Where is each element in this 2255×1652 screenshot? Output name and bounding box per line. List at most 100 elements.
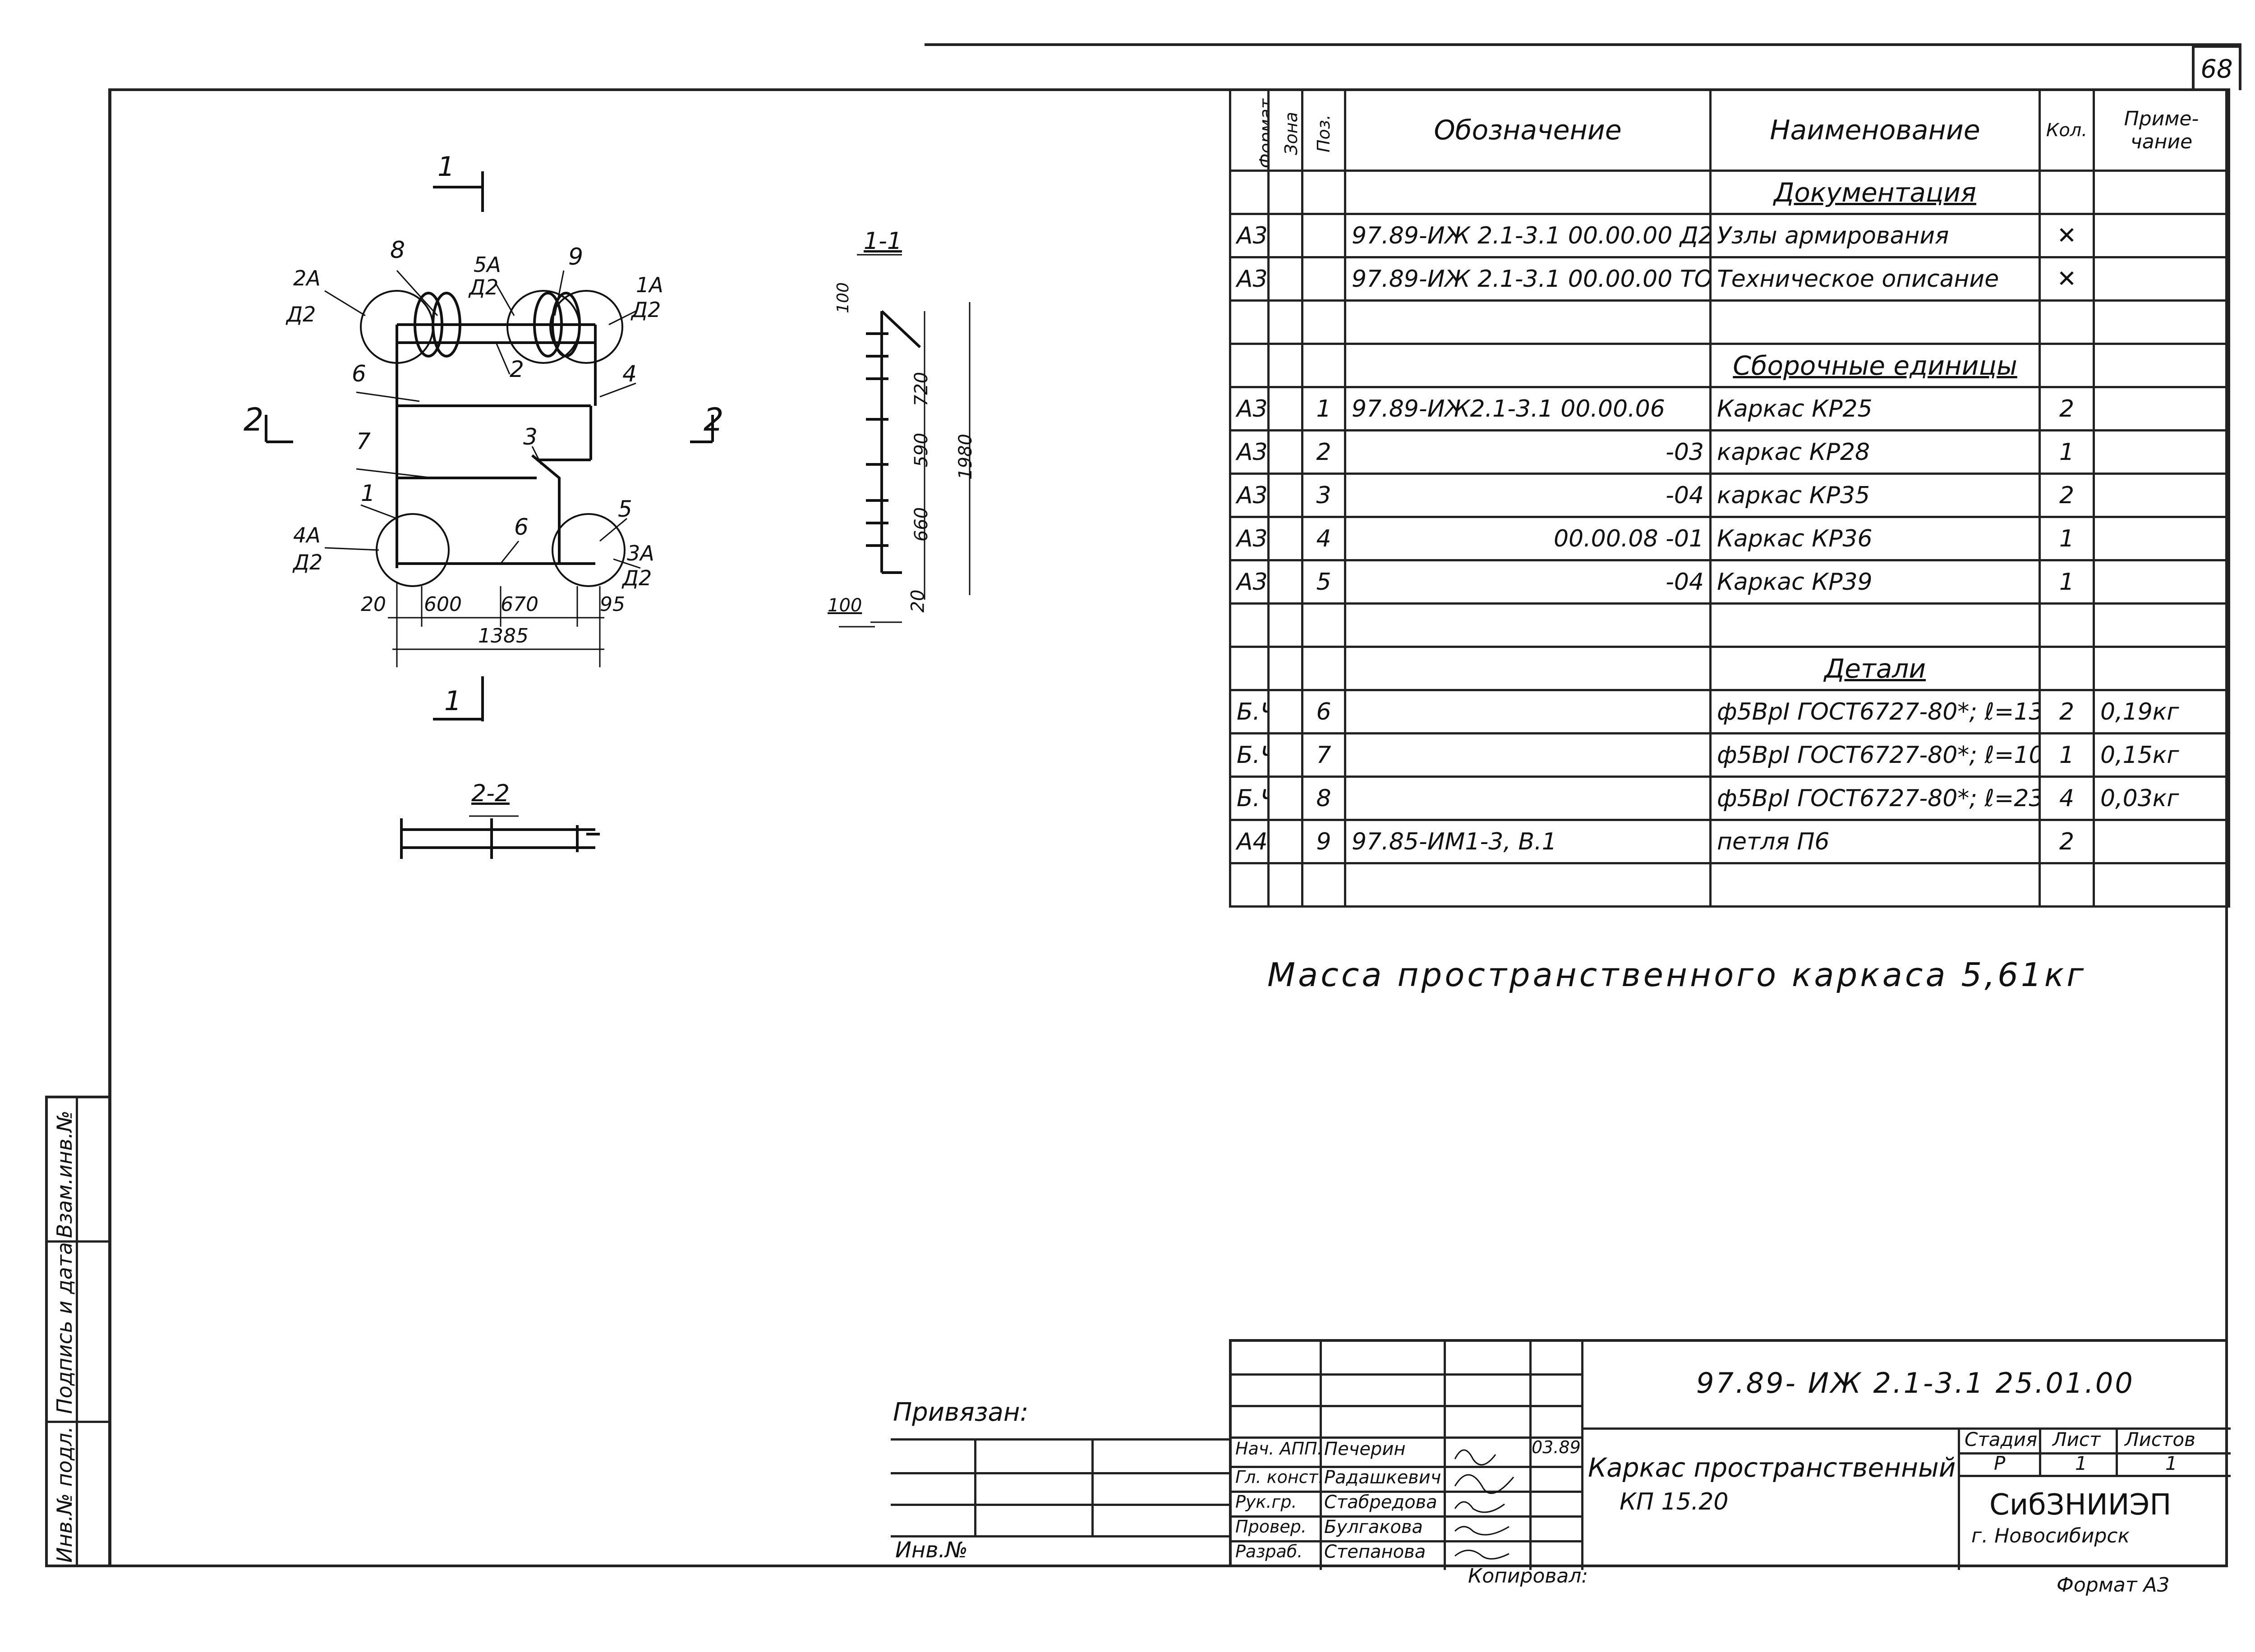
dim-20: 20 <box>361 593 386 616</box>
spec-cell-zona <box>1267 602 1303 648</box>
section-2-right-label: 2 <box>704 401 724 438</box>
dim-1-1-100-left: 100 <box>828 595 862 616</box>
spec-cell-note <box>2093 646 2230 691</box>
stage-label: Стадия <box>1965 1428 2038 1450</box>
frame-mass-note: Масса пространственного каркаса 5,61кг <box>1267 956 2087 994</box>
spec-cell-format <box>1229 343 1270 388</box>
section-2-left-label: 2 <box>244 401 264 438</box>
spec-cell-designation: 97.89-ИЖ2.1-3.1 00.00.06 <box>1344 386 1712 431</box>
spec-cell-note: 0,03кг <box>2093 776 2230 821</box>
loop-8-a <box>414 292 443 358</box>
spec-cell-name: Сборочные единицы <box>1709 343 2041 388</box>
spec-cell-pos: 4 <box>1301 516 1346 561</box>
spec-cell-format <box>1229 646 1270 691</box>
spec-cell-zona <box>1267 776 1303 821</box>
spec-cell-designation <box>1344 299 1712 345</box>
spec-cell-format <box>1229 299 1270 345</box>
spec-cell-qty: 2 <box>2039 689 2095 734</box>
title-block: 97.89- ИЖ 2.1-3.1 25.01.00 Нач. АПП. Гл.… <box>1229 1339 2231 1570</box>
inv-no-label: Инв.№ <box>895 1537 968 1563</box>
organization: СибЗНИИЭП <box>1989 1488 2172 1522</box>
callout-2A: 2А <box>293 266 321 290</box>
spec-cell-note <box>2093 602 2230 648</box>
loop-9-a <box>533 292 563 358</box>
spec-cell-zona <box>1267 256 1303 302</box>
spec-cell-format: А4 <box>1229 819 1270 864</box>
spec-cell-designation <box>1344 732 1712 778</box>
spec-cell-pos <box>1301 343 1346 388</box>
detail-circle-2A <box>360 290 434 364</box>
spec-cell-zona <box>1267 862 1303 908</box>
spec-cell-qty <box>2039 299 2095 345</box>
callout-6-lower: 6 <box>514 514 529 540</box>
frame-top-line <box>925 43 2241 46</box>
spec-cell-note <box>2093 559 2230 605</box>
spec-cell-designation <box>1344 646 1712 691</box>
spec-cell-note <box>2093 862 2230 908</box>
name-3: Стабредова <box>1324 1492 1437 1513</box>
spec-cell-pos <box>1301 646 1346 691</box>
spec-cell-format: Б.Ч. <box>1229 732 1270 778</box>
dim-1-1-590: 590 <box>911 432 932 468</box>
spec-cell-pos: 8 <box>1301 776 1346 821</box>
drawing-subtitle: КП 15.20 <box>1620 1488 1729 1515</box>
callout-D2-5A: Д2 <box>469 275 499 299</box>
role-2: Гл. конст. <box>1235 1467 1324 1487</box>
callout-3A: 3А <box>627 541 654 565</box>
spec-cell-format <box>1229 602 1270 648</box>
spec-cell-zona <box>1267 343 1303 388</box>
spec-cell-zona <box>1267 646 1303 691</box>
spec-cell-format: А3 <box>1229 473 1270 518</box>
spec-cell-note <box>2093 819 2230 864</box>
sheet-value: 1 <box>2075 1452 2087 1474</box>
callout-2: 2 <box>510 356 524 382</box>
sheet-number-box: 68 <box>2192 45 2241 90</box>
sheets-label: Листов <box>2125 1428 2195 1450</box>
spec-row <box>1229 862 2230 908</box>
spec-cell-designation: 97.89-ИЖ 2.1-3.1 00.00.00 ТО <box>1344 256 1712 302</box>
spec-cell-format <box>1229 170 1270 215</box>
callout-3: 3 <box>523 424 538 450</box>
header-primechanie: Приме- чание <box>2093 88 2230 172</box>
dim-1-1-20: 20 <box>907 589 929 613</box>
spec-row: Сборочные единицы <box>1229 343 2230 388</box>
city: г. Новосибирск <box>1971 1524 2130 1547</box>
spec-cell-name: каркас КР35 <box>1709 473 2041 518</box>
role-5: Разраб. <box>1235 1542 1303 1561</box>
spec-cell-designation <box>1344 689 1712 734</box>
spec-cell-designation <box>1344 343 1712 388</box>
spec-cell-qty: 1 <box>2039 732 2095 778</box>
spec-cell-name: Детали <box>1709 646 2041 691</box>
view-2-2-label: 2-2 <box>471 780 510 807</box>
spec-cell-name <box>1709 862 2041 908</box>
spec-cell-name: Узлы армирования <box>1709 213 2041 258</box>
spec-cell-zona <box>1267 213 1303 258</box>
spec-cell-qty <box>2039 343 2095 388</box>
spec-row <box>1229 602 2230 648</box>
spec-cell-designation: 97.89-ИЖ 2.1-3.1 00.00.00 Д2 <box>1344 213 1712 258</box>
spec-cell-name: ф5ВрI ГОСТ6727-80*; ℓ=230 <box>1709 776 2041 821</box>
spec-cell-qty <box>2039 170 2095 215</box>
callout-D2-3A: Д2 <box>622 566 652 590</box>
role-1: Нач. АПП. <box>1235 1439 1323 1459</box>
role-3: Рук.гр. <box>1235 1492 1297 1512</box>
spec-cell-designation <box>1344 862 1712 908</box>
spec-cell-name: петля П6 <box>1709 819 2041 864</box>
name-4: Булгакова <box>1324 1517 1423 1537</box>
spec-cell-name: Каркас КР39 <box>1709 559 2041 605</box>
spec-cell-qty: 2 <box>2039 473 2095 518</box>
spec-cell-pos: 6 <box>1301 689 1346 734</box>
dim-1-1-1980: 1980 <box>955 434 976 480</box>
detail-circle-4A <box>376 513 450 587</box>
spec-cell-zona <box>1267 516 1303 561</box>
spec-cell-zona <box>1267 559 1303 605</box>
stage-value: Р <box>1994 1452 2006 1474</box>
spec-cell-pos <box>1301 602 1346 648</box>
spec-cell-name: ф5ВрI ГОСТ6727-80*; ℓ=1320 <box>1709 689 2041 734</box>
